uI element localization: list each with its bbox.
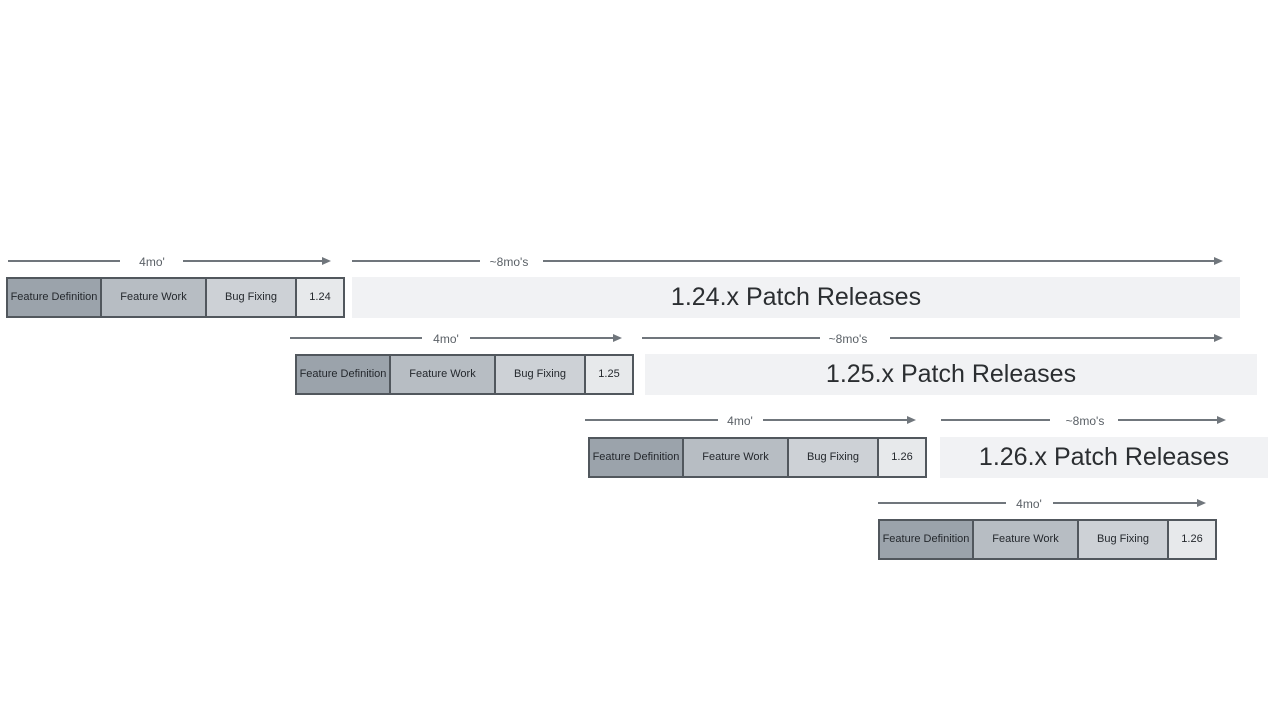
cycle-duration-label: 4mo' bbox=[139, 255, 165, 269]
timeline-arrow-line bbox=[8, 260, 120, 262]
phase-box-group: Feature Definition Feature Work Bug Fixi… bbox=[878, 519, 1217, 560]
phase-box-group: Feature Definition Feature Work Bug Fixi… bbox=[588, 437, 927, 478]
arrow-head-icon bbox=[613, 334, 622, 342]
arrow-head-icon bbox=[1217, 416, 1226, 424]
cycle-duration-label: 4mo' bbox=[433, 332, 459, 346]
bug-fixing-box: Bug Fixing bbox=[494, 354, 586, 395]
arrow-head-icon bbox=[1214, 334, 1223, 342]
version-box: 1.26 bbox=[1167, 519, 1217, 560]
cycle-duration-label: 4mo' bbox=[1016, 497, 1042, 511]
bug-fixing-box: Bug Fixing bbox=[205, 277, 297, 318]
feature-definition-box: Feature Definition bbox=[295, 354, 391, 395]
patch-duration-label: ~8mo's bbox=[828, 332, 868, 346]
feature-work-box: Feature Work bbox=[100, 277, 207, 318]
feature-work-box: Feature Work bbox=[682, 437, 789, 478]
timeline-arrow-line bbox=[470, 337, 614, 339]
patch-duration-label: ~8mo's bbox=[1065, 414, 1105, 428]
feature-work-box: Feature Work bbox=[389, 354, 496, 395]
arrow-head-icon bbox=[322, 257, 331, 265]
feature-definition-box: Feature Definition bbox=[588, 437, 684, 478]
timeline-arrow-line bbox=[183, 260, 323, 262]
timeline-arrow-line bbox=[941, 419, 1050, 421]
arrow-head-icon bbox=[1197, 499, 1206, 507]
phase-box-group: Feature Definition Feature Work Bug Fixi… bbox=[295, 354, 634, 395]
feature-definition-box: Feature Definition bbox=[878, 519, 974, 560]
feature-work-box: Feature Work bbox=[972, 519, 1079, 560]
arrow-head-icon bbox=[1214, 257, 1223, 265]
timeline-arrow-line bbox=[290, 337, 422, 339]
version-box: 1.24 bbox=[295, 277, 345, 318]
timeline-arrow-line bbox=[585, 419, 718, 421]
timeline-arrow-line bbox=[1118, 419, 1218, 421]
bug-fixing-box: Bug Fixing bbox=[1077, 519, 1169, 560]
feature-definition-box: Feature Definition bbox=[6, 277, 102, 318]
patch-releases-bar: 1.25.x Patch Releases bbox=[645, 354, 1257, 395]
timeline-arrow-line bbox=[352, 260, 480, 262]
timeline-arrow-line bbox=[878, 502, 1006, 504]
timeline-arrow-line bbox=[890, 337, 1215, 339]
timeline-arrow-line bbox=[763, 419, 908, 421]
patch-releases-bar: 1.26.x Patch Releases bbox=[940, 437, 1268, 478]
patch-releases-bar: 1.24.x Patch Releases bbox=[352, 277, 1240, 318]
version-box: 1.25 bbox=[584, 354, 634, 395]
arrow-head-icon bbox=[907, 416, 916, 424]
timeline-arrow-line bbox=[543, 260, 1215, 262]
timeline-arrow-line bbox=[642, 337, 820, 339]
cycle-duration-label: 4mo' bbox=[727, 414, 753, 428]
bug-fixing-box: Bug Fixing bbox=[787, 437, 879, 478]
version-box: 1.26 bbox=[877, 437, 927, 478]
timeline-arrow-line bbox=[1053, 502, 1198, 504]
phase-box-group: Feature Definition Feature Work Bug Fixi… bbox=[6, 277, 345, 318]
patch-duration-label: ~8mo's bbox=[489, 255, 529, 269]
